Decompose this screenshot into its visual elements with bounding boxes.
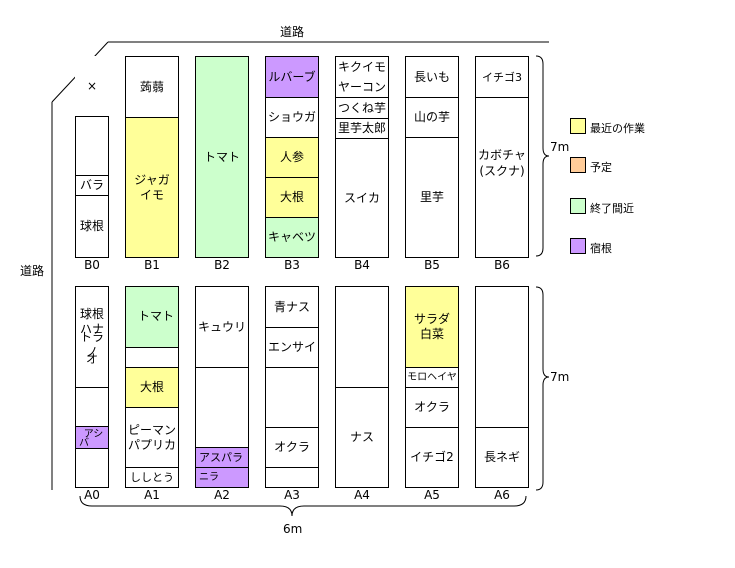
bed-A1-cell-1: トマト bbox=[126, 287, 178, 347]
bed-A0[interactable]: 球根 ハナ トラノ オ アシタ バ bbox=[75, 286, 109, 488]
bed-B1-cell-2: ジャガイモ bbox=[126, 118, 178, 257]
bed-B0-cell-3: 球根 bbox=[79, 218, 104, 233]
legend-label-ending: 終了間近 bbox=[590, 202, 634, 215]
bed-A3-name: A3 bbox=[284, 488, 300, 502]
bed-B6-cell-3: (スクナ) bbox=[479, 163, 525, 178]
bed-B0-name: B0 bbox=[84, 258, 100, 272]
bed-A5-cell-2: 白菜 bbox=[419, 327, 444, 341]
bed-A1-name: A1 bbox=[144, 488, 160, 502]
bed-A5-cell-3: モロヘイヤ bbox=[407, 372, 457, 383]
bed-A4-name: A4 bbox=[354, 488, 370, 502]
bed-B5[interactable]: 長いも 山の芋 里芋 bbox=[405, 56, 459, 258]
legend-swatch-perennial bbox=[570, 238, 586, 254]
bed-A1[interactable]: トマト 大根 ピーマン パプリカ ししとう bbox=[125, 286, 179, 488]
bed-A4-cell-1: ナス bbox=[349, 430, 374, 444]
bed-A2-name: A2 bbox=[214, 488, 230, 502]
bed-B4-cell-4: 里芋太郎 bbox=[337, 121, 386, 135]
bed-B6[interactable]: イチゴ3 カボチャ (スクナ) bbox=[475, 56, 529, 258]
bed-A1-cell-2: 大根 bbox=[126, 368, 178, 407]
bed-A3-cell-2: エンサイ bbox=[267, 340, 316, 354]
bed-A3-cell-3: オクラ bbox=[274, 440, 310, 454]
bed-B4-cell-2: ヤーコン bbox=[337, 79, 386, 94]
bed-A6-name: A6 bbox=[494, 488, 510, 502]
bed-B5-cell-2: 山の芋 bbox=[413, 110, 450, 124]
bed-B6-cell-1: イチゴ3 bbox=[482, 70, 522, 84]
bed-B2-name: B2 bbox=[214, 258, 230, 272]
legend-swatch-ending bbox=[570, 198, 586, 214]
bed-B4-cell-3: つくね芋 bbox=[337, 100, 386, 115]
bed-A2[interactable]: キュウリ アスパラ ニラ bbox=[195, 286, 249, 488]
bed-B1-cell-1: 蒟蒻 bbox=[139, 79, 164, 94]
bed-A1-cell-5: ししとう bbox=[130, 471, 174, 484]
bed-B5-name: B5 bbox=[424, 258, 440, 272]
dimension-lower-label: 7m bbox=[550, 370, 570, 384]
bed-A0-cell-1b: ハナ bbox=[79, 322, 104, 336]
bed-B3-cell-1: ルバーブ bbox=[266, 57, 318, 97]
bed-B3[interactable]: ルバーブ ショウガ 人参 大根 キャベツ bbox=[265, 56, 319, 258]
bed-A0-cell-1d: オ bbox=[85, 352, 98, 366]
bed-A0-name: A0 bbox=[84, 488, 100, 502]
bed-B4-cell-1: キクイモ bbox=[337, 59, 386, 74]
bed-A4[interactable]: ナス bbox=[335, 286, 389, 488]
road-top-label: 道路 bbox=[280, 25, 305, 39]
bed-A0-cell-1c: トラノ bbox=[79, 329, 104, 359]
bed-A6-cell-1: 長ネギ bbox=[483, 450, 520, 464]
bed-B4[interactable]: キクイモ ヤーコン つくね芋 里芋太郎 スイカ bbox=[335, 56, 389, 258]
legend-label-recent: 最近の作業 bbox=[590, 122, 645, 135]
bed-B1[interactable]: 蒟蒻 ジャガイモ bbox=[125, 56, 179, 258]
bed-B3-cell-2: ショウガ bbox=[267, 110, 316, 124]
bed-A5-cell-5: イチゴ2 bbox=[410, 450, 454, 464]
bed-A0-cell-1a: 球根 bbox=[79, 307, 104, 321]
bed-A5[interactable]: サラダ 白菜 モロヘイヤ オクラ イチゴ2 bbox=[405, 286, 459, 488]
bed-B0-cell-1: × bbox=[86, 78, 98, 93]
bed-B1-name: B1 bbox=[144, 258, 160, 272]
legend-swatch-recent bbox=[570, 118, 586, 134]
bed-A5-name: A5 bbox=[424, 488, 440, 502]
bed-B4-cell-5: スイカ bbox=[343, 190, 380, 205]
legend-label-planned: 予定 bbox=[590, 161, 612, 174]
bed-A6[interactable]: 長ネギ bbox=[475, 286, 529, 488]
bed-A2-cell-3: ニラ bbox=[196, 468, 248, 487]
bed-B3-cell-5: キャベツ bbox=[266, 218, 318, 257]
bed-B0-cell-2: バラ bbox=[79, 177, 104, 192]
bed-B0[interactable]: × バラ 球根 bbox=[75, 56, 109, 258]
bed-A5-cell-12: サラダ 白菜 bbox=[406, 287, 458, 367]
bed-A1-cell-4: パプリカ bbox=[127, 438, 176, 452]
bed-A2-cell-1: キュウリ bbox=[197, 319, 246, 334]
bed-B3-name: B3 bbox=[284, 258, 300, 272]
bed-A5-cell-1: サラダ bbox=[413, 312, 450, 326]
bed-B2[interactable]: トマト bbox=[195, 56, 249, 258]
bed-A2-cell-2: アスパラ bbox=[196, 448, 248, 467]
bed-A3-cell-1: 青ナス bbox=[273, 299, 310, 314]
dimension-width-label: 6m bbox=[283, 522, 303, 536]
legend-swatch-planned bbox=[570, 157, 586, 173]
bed-A0-cell-3: バ bbox=[76, 438, 108, 449]
bed-B2-cell-1: トマト bbox=[203, 149, 240, 164]
bed-B6-cell-2: カボチャ bbox=[478, 147, 526, 162]
bed-B3-cell-4: 大根 bbox=[266, 178, 318, 217]
bed-B3-cell-3: 人参 bbox=[266, 138, 318, 177]
bed-A5-cell-4: オクラ bbox=[414, 400, 450, 414]
bed-B4-name: B4 bbox=[354, 258, 370, 272]
bed-A3[interactable]: 青ナス エンサイ オクラ bbox=[265, 286, 319, 488]
bed-A1-cell-3: ピーマン bbox=[127, 423, 176, 437]
bed-B5-cell-1: 長いも bbox=[413, 69, 450, 84]
dimension-upper-label: 7m bbox=[550, 140, 570, 154]
bed-A0-cell-2: アシタ bbox=[76, 427, 108, 451]
legend-label-perennial: 宿根 bbox=[590, 242, 612, 255]
road-left-label: 道路 bbox=[20, 264, 45, 278]
bed-B6-name: B6 bbox=[494, 258, 510, 272]
bed-B5-cell-3: 里芋 bbox=[419, 190, 444, 204]
